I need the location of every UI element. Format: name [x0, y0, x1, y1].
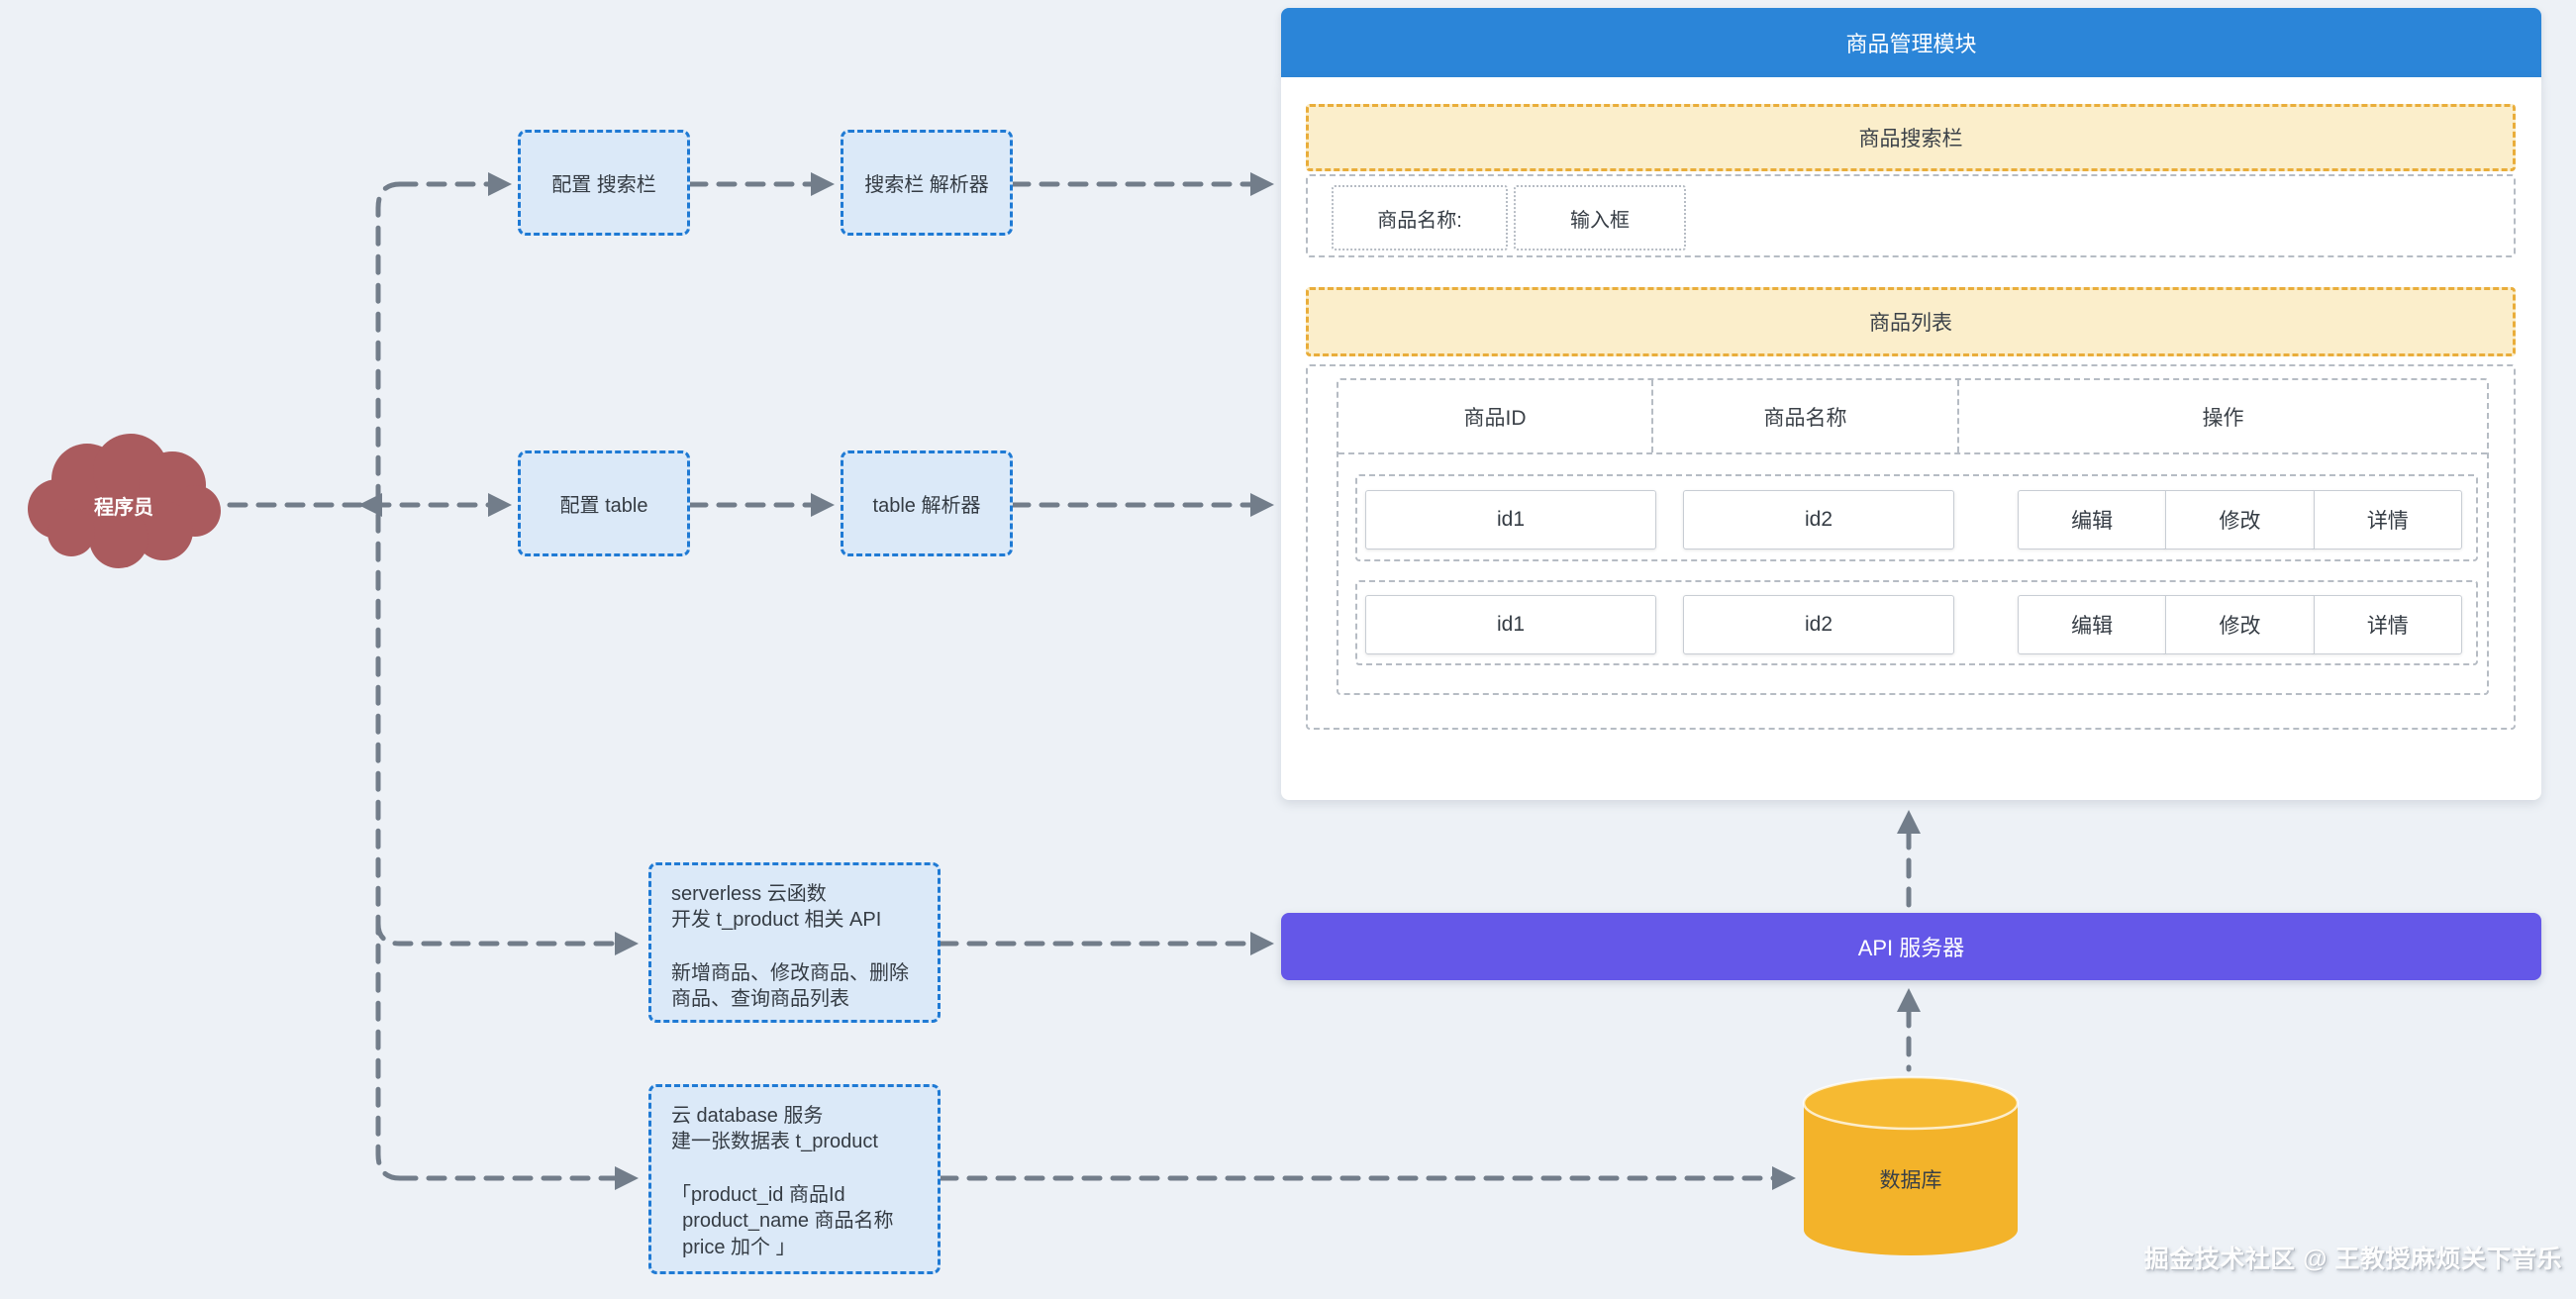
node-search-parser-label: 搜索栏 解析器: [864, 174, 989, 196]
table-header-product-name: 商品名称: [1651, 380, 1957, 452]
arrowhead-right: [488, 172, 512, 196]
product-list-section-title: 商品列表: [1869, 312, 1952, 335]
serverless-text-1: serverless 云函数 开发 t_product 相关 API: [671, 883, 882, 932]
modify-button[interactable]: 修改: [2165, 490, 2315, 550]
api-server-bar[interactable]: API 服务器: [1281, 913, 2541, 980]
table-header-product-id: 商品ID: [1463, 406, 1527, 430]
table-header-actions: 操作: [1957, 380, 2487, 452]
cloud-database-text-1: 云 database 服务 建一张数据表 t_product: [671, 1105, 878, 1153]
arrowhead-left: [358, 493, 382, 517]
edit-button[interactable]: 编辑: [2018, 595, 2167, 654]
product-list-section[interactable]: 商品列表: [1306, 287, 2516, 356]
arrowhead-right: [1250, 932, 1274, 955]
node-config-table[interactable]: 配置 table: [518, 450, 690, 556]
cell-product-name: id2: [1683, 490, 1954, 550]
search-input-placeholder: 输入框: [1570, 209, 1630, 232]
row-actions: 编辑 修改 详情: [2018, 490, 2462, 550]
database-cylinder[interactable]: [1802, 1075, 2020, 1255]
module-header[interactable]: 商品管理模块: [1281, 8, 2541, 77]
details-button[interactable]: 详情: [2313, 595, 2462, 654]
node-table-parser-label: table 解析器: [872, 495, 981, 517]
watermark: 掘金技术社区 @ 王教授麻烦关下音乐: [2143, 1246, 2562, 1273]
node-config-search-label: 配置 搜索栏: [551, 174, 656, 196]
product-name-label: 商品名称:: [1377, 209, 1462, 232]
connector-trunk: [375, 181, 403, 1181]
arrowhead-right: [811, 493, 835, 517]
product-table: 商品ID 商品名称 操作 id1 id2 编辑 修改 详情 id1 id2: [1337, 378, 2489, 695]
details-button[interactable]: 详情: [2313, 490, 2462, 550]
node-serverless[interactable]: serverless 云函数 开发 t_product 相关 API 新增商品、…: [648, 862, 941, 1023]
edit-button[interactable]: 编辑: [2018, 490, 2167, 550]
arrowhead-right: [615, 932, 639, 955]
search-bar-section-title: 商品搜索栏: [1858, 128, 1963, 150]
table-header-row: 商品ID 商品名称 操作: [1338, 380, 2487, 454]
table-row: id1 id2 编辑 修改 详情: [1355, 474, 2478, 561]
connector-row3-a: [375, 921, 633, 947]
module-body: 商品搜索栏 商品名称: 输入框 商品列表 商品ID 商品名称 操作 id1: [1281, 77, 2541, 800]
product-name-label-box: 商品名称:: [1332, 185, 1508, 250]
cell-product-id: id1: [1365, 490, 1656, 550]
row-actions: 编辑 修改 详情: [2018, 595, 2462, 654]
arrowhead-right: [1250, 493, 1274, 517]
search-bar-section[interactable]: 商品搜索栏: [1306, 104, 2516, 171]
product-list-outer-container: 商品ID 商品名称 操作 id1 id2 编辑 修改 详情 id1 id2: [1306, 364, 2516, 730]
node-table-parser[interactable]: table 解析器: [841, 450, 1013, 556]
arrowhead-up: [1897, 810, 1921, 834]
arrowhead-right: [1250, 172, 1274, 196]
modify-button[interactable]: 修改: [2165, 595, 2315, 654]
search-form-container: 商品名称: 输入框: [1306, 174, 2516, 257]
table-row: id1 id2 编辑 修改 详情: [1355, 580, 2478, 665]
programmer-cloud[interactable]: [28, 434, 221, 568]
cell-product-id: id1: [1365, 595, 1656, 654]
programmer-cloud-label: 程序员: [94, 497, 153, 519]
module-title: 商品管理模块: [1845, 32, 1977, 56]
search-input-box[interactable]: 输入框: [1514, 185, 1686, 250]
arrowhead-right: [1772, 1166, 1796, 1190]
node-search-parser[interactable]: 搜索栏 解析器: [841, 130, 1013, 236]
database-cylinder-label: 数据库: [1879, 1169, 1942, 1192]
arrowhead-up: [1897, 988, 1921, 1012]
cell-product-name: id2: [1683, 595, 1954, 654]
node-cloud-database[interactable]: 云 database 服务 建一张数据表 t_product 「product_…: [648, 1084, 941, 1274]
arrowhead-right: [488, 493, 512, 517]
node-config-search[interactable]: 配置 搜索栏: [518, 130, 690, 236]
arrowhead-right: [811, 172, 835, 196]
node-config-table-label: 配置 table: [559, 495, 648, 517]
arrowhead-right: [615, 1166, 639, 1190]
serverless-text-2: 新增商品、修改商品、删除商品、查询商品列表: [671, 961, 909, 1011]
cloud-database-text-2: 「product_id 商品Id product_name 商品名称 price…: [671, 1183, 894, 1258]
api-server-label: API 服务器: [1857, 936, 1965, 960]
